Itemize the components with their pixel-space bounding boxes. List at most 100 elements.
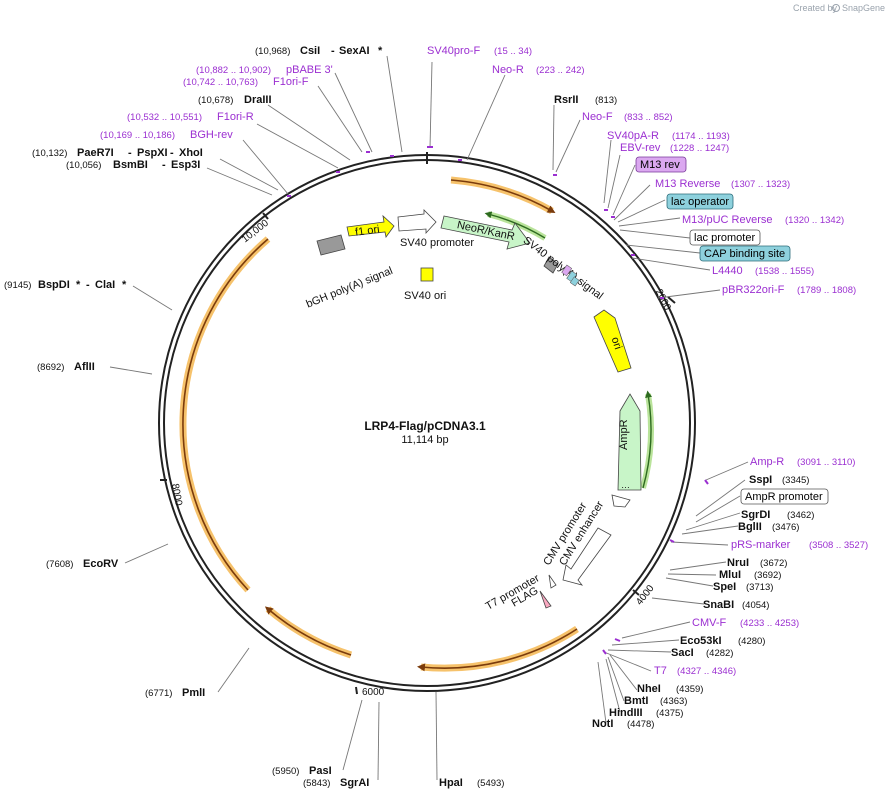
site-bmti[interactable]: BmtI (4363): [624, 695, 687, 707]
svg-text:MluI: MluI: [719, 569, 741, 581]
box-cap-binding-site[interactable]: CAP binding site: [699, 245, 791, 262]
svg-text:M13 Reverse: M13 Reverse: [655, 178, 720, 190]
sites-right: RsrII (813) SspI (3345) SgrDI (3462) Bgl…: [554, 94, 814, 730]
svg-text:BsmBI: BsmBI: [113, 159, 148, 171]
site-bglii[interactable]: BglII (3476): [738, 521, 799, 533]
site-nrui[interactable]: NruI (3672): [727, 557, 787, 569]
site-sgrai[interactable]: (5843) SgrAI: [303, 777, 369, 789]
svg-text:(5493): (5493): [477, 778, 504, 789]
site-bspdi-clai[interactable]: (9145) BspDI * - ClaI *: [4, 279, 127, 291]
svg-text:PasI: PasI: [309, 765, 332, 777]
box-m13-rev[interactable]: M13 rev: [635, 156, 687, 173]
svg-text:(813): (813): [595, 95, 617, 106]
site-noti[interactable]: NotI (4478): [592, 718, 654, 730]
svg-text:BGH-rev: BGH-rev: [190, 129, 233, 141]
tick-6000: [355, 686, 358, 695]
primer-amp-r[interactable]: Amp-R (3091 .. 3110): [750, 456, 855, 468]
site-snabi[interactable]: SnaBI (4054): [703, 599, 769, 611]
svg-text:RsrII: RsrII: [554, 94, 578, 106]
site-pmli[interactable]: (6771) PmlI: [145, 687, 205, 699]
site-paer7i-pspxi-xhoi[interactable]: (10,132) PaeR7I - PspXI - XhoI: [32, 147, 203, 159]
feature-sv40-polya: [543, 256, 559, 274]
svg-text:(1320 .. 1342): (1320 .. 1342): [785, 215, 844, 226]
leader-lines: [109, 55, 749, 781]
primer-labels: (10,882 .. 10,902) pBABE 3' (10,742 .. 1…: [100, 45, 868, 677]
primer-pbr322ori-f[interactable]: pBR322ori-F (1789 .. 1808): [722, 284, 856, 296]
box-lac-promoter[interactable]: lac promoter: [689, 229, 761, 246]
primer-neo-f[interactable]: Neo-F (833 .. 852): [582, 111, 673, 123]
svg-text:PspXI: PspXI: [137, 147, 168, 159]
feature-label-f1-ori: f1 ori: [354, 223, 380, 238]
site-pasi[interactable]: (5950) PasI: [272, 765, 332, 777]
svg-text:PaeR7I: PaeR7I: [77, 147, 114, 159]
site-csii-sexai[interactable]: (10,968) CsiI - SexAI *: [255, 45, 383, 57]
svg-text:F1ori-F: F1ori-F: [273, 76, 309, 88]
site-bsmbi-esp3i[interactable]: (10,056) BsmBI - Esp3I: [66, 159, 200, 171]
orf-arcs: [179, 176, 654, 672]
svg-text:(1228 .. 1247): (1228 .. 1247): [670, 143, 729, 154]
site-sspi[interactable]: SspI (3345): [749, 474, 809, 486]
svg-text:AmpR promoter: AmpR promoter: [745, 491, 823, 503]
svg-text:EcoRV: EcoRV: [83, 558, 119, 570]
site-mlui[interactable]: MluI (3692): [719, 569, 781, 581]
site-aflii[interactable]: (8692) AflII: [37, 361, 95, 373]
primer-sv40pro-f[interactable]: SV40pro-F (15 .. 34): [427, 45, 532, 57]
primer-cmv-f[interactable]: CMV-F (4233 .. 4253): [692, 617, 799, 629]
primer-f1ori-r[interactable]: (10,532 .. 10,551) F1ori-R: [127, 111, 254, 123]
svg-text:-: -: [86, 279, 90, 291]
svg-text:(15 .. 34): (15 .. 34): [494, 46, 532, 57]
feature-label-sv40-polya: SV40 poly(A) signal: [521, 235, 605, 303]
svg-text:(4363): (4363): [660, 696, 687, 707]
tick-marks: 2000 4000 6000 8000 10,000: [160, 212, 676, 698]
site-eco53ki[interactable]: Eco53kI (4280): [680, 635, 765, 647]
tick-2000: [667, 296, 676, 304]
site-spei[interactable]: SpeI (3713): [713, 581, 773, 593]
box-lac-operator[interactable]: lac operator: [666, 193, 734, 210]
site-hpai[interactable]: HpaI (5493): [439, 777, 504, 789]
orf-arrow-1: [450, 179, 556, 213]
svg-text:M13 rev: M13 rev: [640, 159, 680, 171]
svg-text:(4359): (4359): [676, 684, 703, 695]
primer-f1ori-f[interactable]: (10,742 .. 10,763) F1ori-F: [183, 76, 309, 88]
primer-neo-r[interactable]: Neo-R (223 .. 242): [492, 64, 585, 76]
svg-text:CMV-F: CMV-F: [692, 617, 727, 629]
svg-text:Esp3I: Esp3I: [171, 159, 200, 171]
site-hindiii[interactable]: HindIII (4375): [609, 707, 683, 719]
feature-neor-kanr: [440, 215, 531, 250]
orf-arc-4: [179, 236, 271, 593]
svg-text:Eco53kI: Eco53kI: [680, 635, 722, 647]
site-ecorv[interactable]: (7608) EcoRV: [46, 558, 119, 570]
primer-prs-marker[interactable]: pRS-marker (3508 .. 3527): [731, 539, 868, 551]
site-sgrdi[interactable]: SgrDI (3462): [741, 509, 814, 521]
svg-text:(10,678): (10,678): [198, 95, 233, 106]
primer-ebv-rev[interactable]: EBV-rev (1228 .. 1247): [620, 142, 729, 154]
svg-text:lac operator: lac operator: [671, 196, 729, 208]
site-nhei[interactable]: NheI (4359): [637, 683, 703, 695]
feature-ampr: [617, 393, 642, 491]
primer-m13puc-reverse[interactable]: M13/pUC Reverse (1320 .. 1342): [682, 214, 844, 226]
box-ampr-promoter[interactable]: AmpR promoter: [740, 488, 829, 505]
primer-t7[interactable]: T7 (4327 .. 4346): [654, 665, 736, 677]
site-rsrii[interactable]: RsrII (813): [554, 94, 617, 106]
svg-text:(6771): (6771): [145, 688, 172, 699]
boxed-labels: M13 rev lac operator lac promoter CAP bi…: [635, 156, 829, 505]
svg-text:(4375): (4375): [656, 708, 683, 719]
svg-text:SgrDI: SgrDI: [741, 509, 770, 521]
site-saci[interactable]: SacI (4282): [671, 647, 733, 659]
primer-l4440[interactable]: L4440 (1538 .. 1555): [712, 265, 814, 277]
primer-pbabe3[interactable]: (10,882 .. 10,902) pBABE 3': [196, 64, 333, 76]
svg-text:(8692): (8692): [37, 362, 64, 373]
feature-label-ori: ori: [609, 336, 624, 351]
svg-text:EBV-rev: EBV-rev: [620, 142, 661, 154]
svg-text:XhoI: XhoI: [179, 147, 203, 159]
feature-flag: [539, 590, 552, 609]
primer-sv40pa-r[interactable]: SV40pA-R (1174 .. 1193): [607, 130, 730, 142]
site-draiii[interactable]: (10,678) DraIII: [198, 94, 272, 106]
svg-text:(223 .. 242): (223 .. 242): [536, 65, 585, 76]
svg-text:(4233 .. 4253): (4233 .. 4253): [740, 618, 799, 629]
primer-m13-reverse[interactable]: M13 Reverse (1307 .. 1323): [655, 178, 790, 190]
inner-features: f1 ori SV40 promoter NeoR/KanR SV40 poly…: [304, 209, 642, 613]
primer-bgh-rev[interactable]: (10,169 .. 10,186) BGH-rev: [100, 129, 233, 141]
feature-sv40-ori: [420, 267, 434, 282]
tick-4000: [632, 589, 640, 596]
